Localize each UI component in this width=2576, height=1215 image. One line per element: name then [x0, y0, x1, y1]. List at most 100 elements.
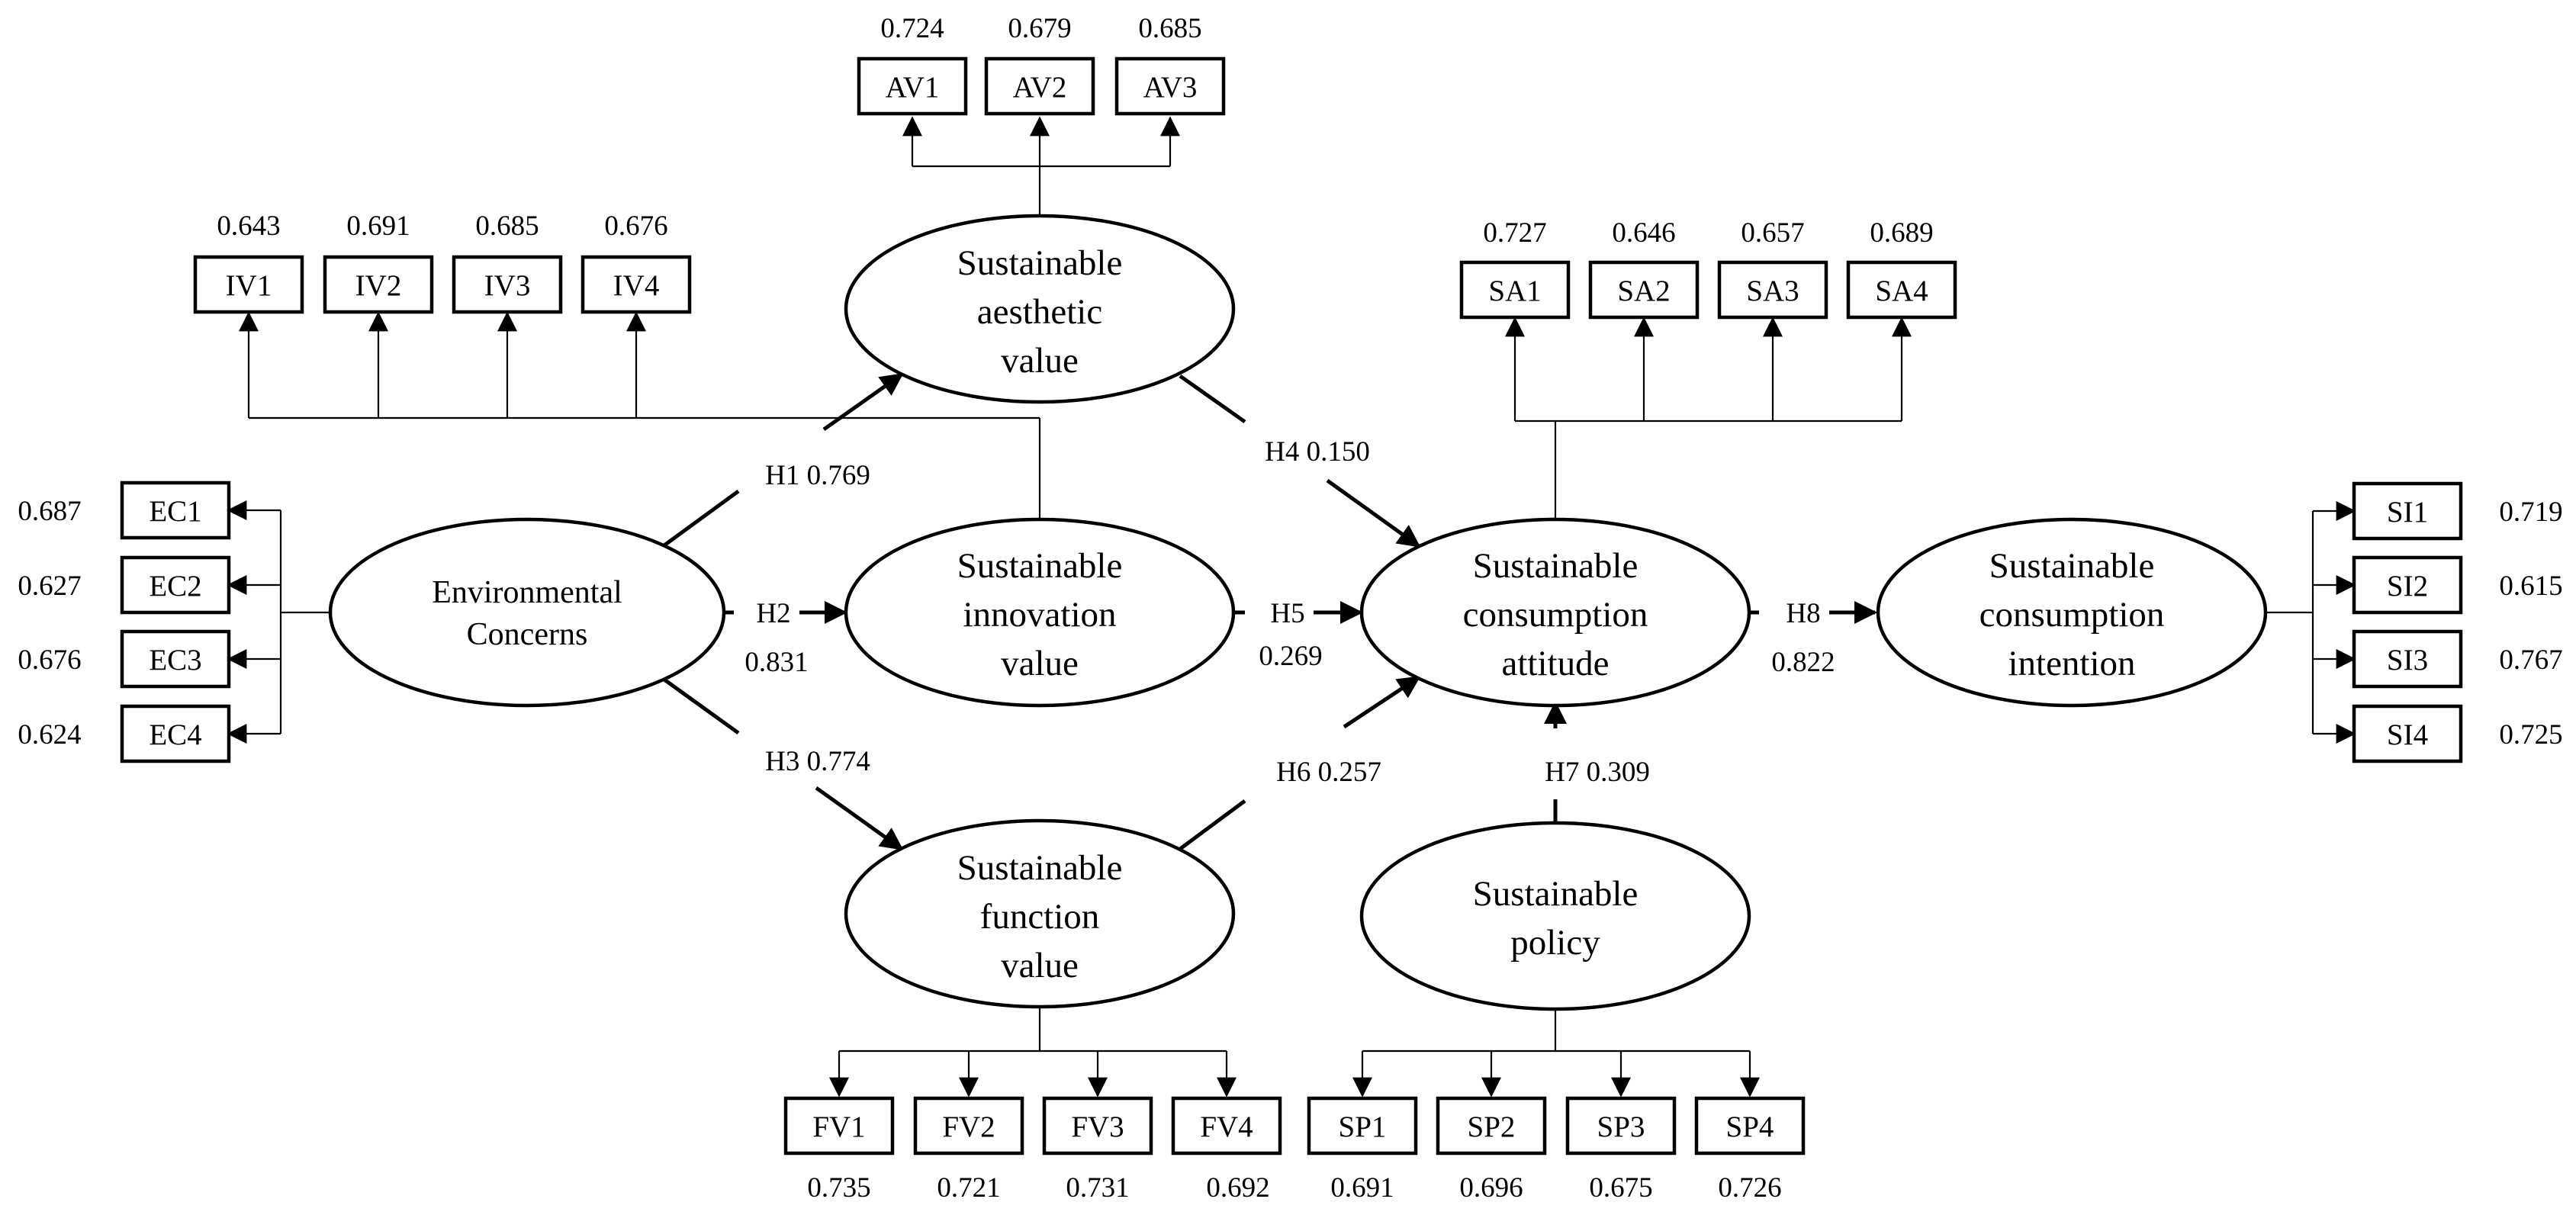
indicator-box-sp2 — [1436, 1096, 1547, 1156]
indicator-box-fv3 — [1042, 1096, 1153, 1156]
h1-label: H1 0.769 — [765, 460, 870, 491]
path-h3 — [661, 676, 904, 851]
iv-label-line-2: innovation — [963, 595, 1116, 635]
loading-value-iv1: 0.643 — [217, 211, 280, 242]
indicator-label-sp1: SP1 — [1339, 1111, 1387, 1143]
loading-value-si1: 0.719 — [2499, 497, 2562, 528]
indicator-label-si3: SI3 — [2387, 644, 2428, 677]
loading-value-av3: 0.685 — [1138, 13, 1201, 44]
indicator-label-sa4: SA4 — [1875, 275, 1928, 307]
loading-value-fv1: 0.735 — [807, 1172, 870, 1204]
indicator-label-si4: SI4 — [2387, 718, 2428, 751]
indicator-label-fv4: FV4 — [1200, 1111, 1253, 1143]
si-label-line-3: intention — [2008, 644, 2135, 683]
indicator-label-ec2: EC2 — [149, 570, 201, 603]
loading-value-av1: 0.724 — [880, 13, 944, 44]
latent-sustainable-consumption-intention: Sustainable consumption intention — [1876, 517, 2268, 708]
path-h4 — [1179, 374, 1421, 548]
indicator-label-av1: AV1 — [886, 71, 940, 104]
h8-label: H8 — [1786, 598, 1820, 629]
loading-value-sp1: 0.691 — [1330, 1172, 1394, 1204]
indicator-box-fv2 — [913, 1096, 1024, 1156]
indicator-box-sa2 — [1588, 260, 1700, 320]
indicator-label-iv3: IV3 — [484, 269, 531, 302]
h5-coefficient: 0.269 — [1259, 641, 1322, 672]
sa-indicator-connectors — [1505, 317, 1912, 519]
sp-indicator-connectors — [1352, 1008, 1760, 1098]
ec-indicator-connectors — [227, 500, 330, 744]
loading-value-ec1: 0.687 — [18, 496, 81, 527]
indicator-label-sp4: SP4 — [1726, 1111, 1774, 1143]
indicator-box-fv1 — [783, 1096, 895, 1156]
sa-label-line-1: Sustainable — [1473, 546, 1639, 586]
indicator-box-ec4 — [120, 704, 231, 763]
fv-label-line-3: value — [1001, 946, 1079, 985]
latent-environmental-concerns: Environmental Concerns — [328, 517, 726, 708]
indicator-label-iv4: IV4 — [613, 269, 660, 302]
path-h1 — [661, 372, 904, 549]
indicator-box-sa3 — [1717, 260, 1828, 320]
h8-coefficient: 0.822 — [1771, 647, 1835, 678]
indicator-label-iv1: IV1 — [226, 269, 272, 302]
indicator-label-ec3: EC3 — [149, 644, 201, 677]
indicator-label-fv3: FV3 — [1071, 1111, 1124, 1143]
indicator-box-si3 — [2352, 629, 2463, 689]
loading-value-si3: 0.767 — [2499, 644, 2562, 676]
av-label-line-3: value — [1001, 341, 1079, 381]
av-label-line-2: aesthetic — [977, 292, 1102, 332]
indicator-box-sp1 — [1307, 1096, 1418, 1156]
loading-value-sp2: 0.696 — [1459, 1172, 1523, 1204]
indicator-box-si4 — [2352, 704, 2463, 763]
loading-value-sa1: 0.727 — [1483, 217, 1546, 249]
indicator-label-si1: SI1 — [2387, 496, 2428, 529]
indicator-label-sp2: SP2 — [1468, 1111, 1516, 1143]
loading-value-sp3: 0.675 — [1589, 1172, 1652, 1204]
indicator-label-av2: AV2 — [1013, 71, 1067, 104]
indicator-box-ec2 — [120, 555, 231, 615]
path-h6 — [1179, 675, 1421, 851]
indicator-label-iv2: IV2 — [355, 269, 402, 302]
sa-label-line-2: consumption — [1463, 595, 1648, 635]
indicator-box-iv4 — [580, 255, 692, 314]
loading-value-sa4: 0.689 — [1870, 217, 1933, 249]
loading-value-fv4: 0.692 — [1206, 1172, 1269, 1204]
h6-label: H6 0.257 — [1276, 757, 1381, 788]
loading-value-si2: 0.615 — [2499, 571, 2562, 602]
h2-label: H2 — [756, 598, 790, 629]
indicator-box-av3 — [1114, 56, 1226, 116]
iv-indicator-connectors — [239, 311, 1041, 519]
iv-label-line-1: Sustainable — [957, 546, 1123, 586]
indicator-box-si2 — [2352, 555, 2463, 615]
loading-value-av2: 0.679 — [1008, 13, 1071, 44]
latent-sustainable-aesthetic-value: Sustainable aesthetic value — [844, 214, 1236, 404]
loading-value-iv2: 0.691 — [346, 211, 410, 242]
fv-label-line-2: function — [980, 897, 1100, 937]
indicator-label-sa3: SA3 — [1746, 275, 1799, 307]
indicator-label-ec4: EC4 — [149, 718, 201, 751]
h5-label: H5 — [1270, 598, 1304, 629]
fv-label-line-1: Sustainable — [957, 848, 1123, 888]
indicator-box-av2 — [984, 56, 1095, 116]
indicator-box-sp3 — [1565, 1096, 1677, 1156]
indicator-label-av3: AV3 — [1143, 71, 1198, 104]
h4-label: H4 0.150 — [1265, 436, 1370, 468]
h3-label: H3 0.774 — [765, 746, 870, 777]
indicator-label-fv1: FV1 — [812, 1111, 865, 1143]
latent-sustainable-consumption-attitude: Sustainable consumption attitude — [1359, 517, 1751, 708]
iv-label-line-3: value — [1001, 644, 1079, 683]
indicator-label-ec1: EC1 — [149, 495, 201, 528]
loading-value-ec2: 0.627 — [18, 571, 81, 602]
indicator-label-sa2: SA2 — [1617, 275, 1670, 307]
indicator-box-sa1 — [1459, 260, 1571, 320]
indicator-box-ec3 — [120, 629, 231, 689]
loading-value-fv2: 0.721 — [937, 1172, 1000, 1204]
loading-value-si4: 0.725 — [2499, 719, 2562, 751]
loading-value-iv4: 0.676 — [604, 211, 667, 242]
indicator-box-iv2 — [323, 255, 434, 314]
loading-value-iv3: 0.685 — [475, 211, 539, 242]
sp-label-line-1: Sustainable — [1473, 874, 1639, 914]
indicator-box-av1 — [857, 56, 968, 116]
indicator-box-fv4 — [1171, 1096, 1282, 1156]
h2-coefficient: 0.831 — [744, 647, 808, 678]
